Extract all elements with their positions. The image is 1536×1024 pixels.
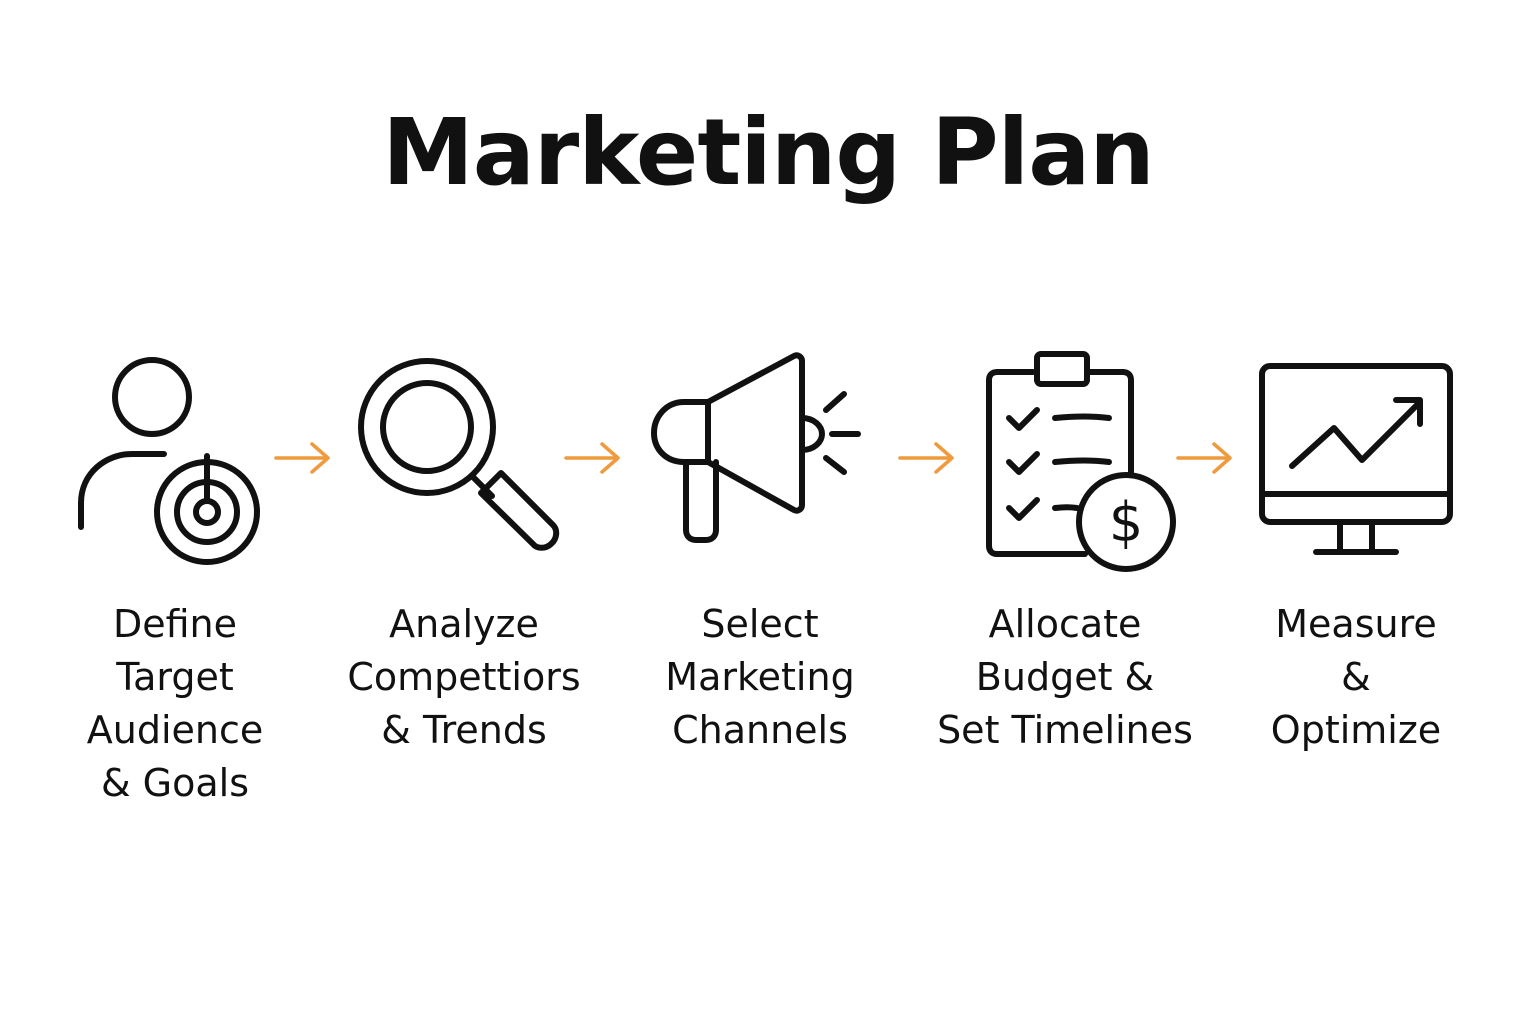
arrow-right-icon — [1174, 438, 1236, 482]
clipboard-budget-icon: $ — [985, 350, 1185, 580]
arrow-right-icon — [562, 438, 624, 482]
step-label-select-channels: Select Marketing Channels — [665, 602, 855, 752]
step-label-define-target-audience: Define Target Audience & Goals — [86, 602, 264, 805]
arrow-right-icon — [896, 438, 958, 482]
step-label-analyze-competitors: Analyze Compettiors & Trends — [347, 602, 581, 752]
step-label-measure-optimize: Measure & Optimize — [1270, 602, 1442, 752]
svg-text:$: $ — [1109, 491, 1143, 554]
arrow-right-icon — [272, 438, 334, 482]
monitor-growth-icon — [1258, 362, 1458, 562]
page-title: Marketing Plan — [382, 99, 1155, 206]
person-target-icon — [70, 355, 270, 565]
megaphone-icon — [648, 350, 868, 550]
step-label-allocate-budget: Allocate Budget & Set Timelines — [937, 602, 1193, 752]
magnifying-glass-icon — [355, 355, 565, 565]
